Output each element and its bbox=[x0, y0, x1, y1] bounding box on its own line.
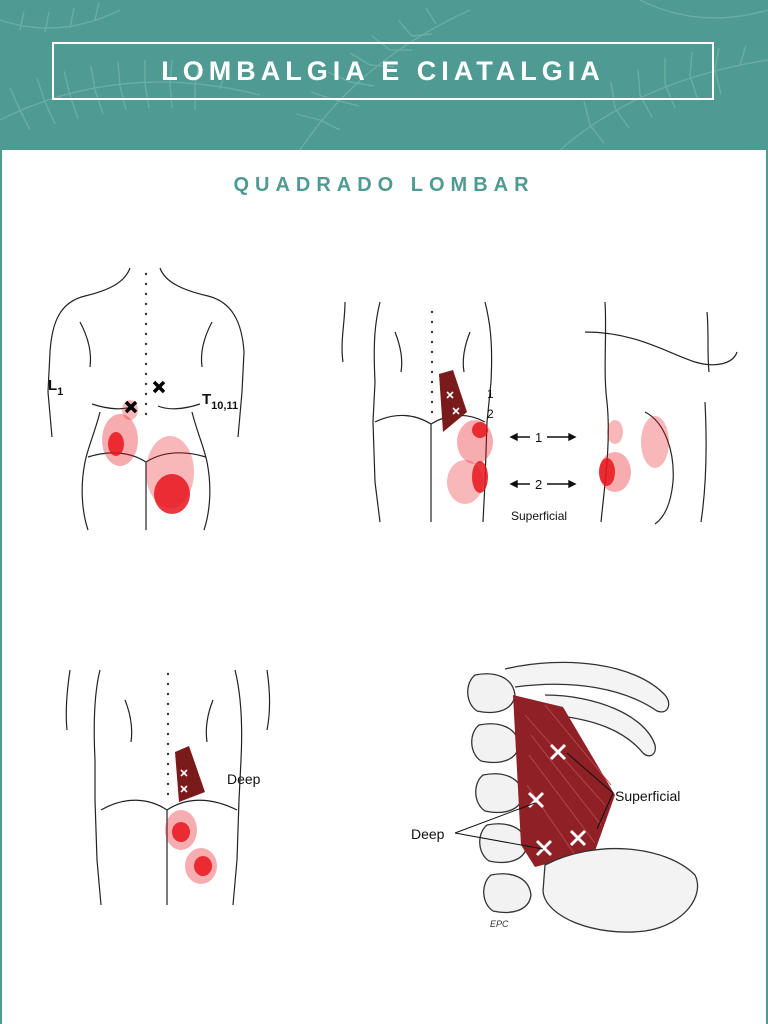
deep-x-marks bbox=[180, 769, 188, 793]
left-border-line bbox=[0, 150, 2, 1024]
caption-deep: Deep bbox=[227, 771, 261, 787]
muscle-x-marks bbox=[446, 391, 460, 415]
label-deep: Deep bbox=[411, 826, 445, 842]
page-title: LOMBALGIA E CIATALGIA bbox=[161, 55, 605, 86]
pain-pattern-3 bbox=[165, 810, 217, 884]
fern-leaves-background bbox=[0, 0, 768, 150]
trigger-x-marks bbox=[124, 380, 166, 414]
torso-outline bbox=[47, 267, 245, 531]
leader-lines bbox=[454, 752, 614, 850]
right-border-line bbox=[766, 150, 768, 1024]
spine-dots bbox=[144, 272, 148, 416]
figure-superficial: 1 2 1 2 Superficial bbox=[341, 301, 738, 525]
torso-back-outline-2 bbox=[65, 669, 271, 906]
marker-2: 2 bbox=[487, 407, 494, 421]
caption-superficial: Superficial bbox=[511, 509, 567, 523]
ribs bbox=[504, 661, 670, 757]
arrows bbox=[509, 432, 577, 489]
title-frame: LOMBALGIA E CIATALGIA bbox=[52, 42, 714, 100]
label-l1: L1 bbox=[48, 377, 63, 398]
quadratus-muscle-superficial bbox=[439, 370, 467, 432]
section-subtitle: QUADRADO LOMBAR bbox=[233, 174, 535, 196]
iliac-crest bbox=[542, 847, 699, 933]
quadratus-muscle-anatomy bbox=[513, 695, 615, 867]
figure-anatomy: Superficial Deep EPC bbox=[411, 661, 699, 933]
illustrator-signature: EPC bbox=[490, 919, 509, 929]
marker-1: 1 bbox=[487, 387, 494, 401]
torso-back-outline bbox=[341, 301, 493, 523]
header-banner: LOMBALGIA E CIATALGIA bbox=[0, 0, 768, 150]
spine-dots-3 bbox=[166, 672, 170, 796]
pain-pattern-1 bbox=[102, 400, 194, 514]
label-t10-11: T10,11 bbox=[202, 391, 238, 412]
figure-deep: Deep bbox=[65, 669, 271, 906]
figure-referred-pain-back: L1 T10,11 bbox=[47, 267, 245, 531]
spine-dots-2 bbox=[430, 310, 434, 414]
side-view-outline bbox=[584, 301, 738, 525]
vertebrae bbox=[467, 673, 532, 914]
pain-pattern-2 bbox=[447, 420, 493, 504]
pain-pattern-side bbox=[599, 416, 669, 492]
quadratus-muscle-deep bbox=[175, 746, 205, 802]
arrow-label-2: 2 bbox=[535, 477, 542, 492]
label-superficial: Superficial bbox=[615, 788, 680, 804]
muscle-fibers bbox=[524, 704, 612, 856]
arrow-label-1: 1 bbox=[535, 430, 542, 445]
